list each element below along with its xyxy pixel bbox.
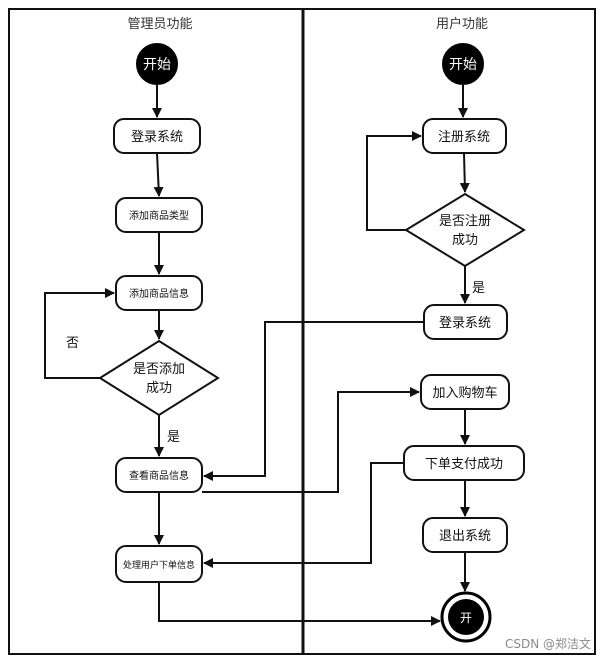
view-product-node: 查看商品信息 (115, 457, 203, 493)
edge-order-to-process (203, 462, 404, 568)
add-success-line1: 是否添加 (133, 362, 185, 377)
edge-process-to-end (158, 582, 441, 626)
register-success-line2: 成功 (452, 233, 478, 248)
lane-title-user: 用户功能 (436, 16, 488, 32)
admin-login-label: 登录系统 (131, 130, 183, 145)
edge-login-to-category (153, 152, 164, 197)
cross-lane-connectors (202, 321, 424, 568)
user-connectors (366, 84, 470, 592)
edge-label-no: 否 (66, 336, 79, 351)
admin-start-label: 开始 (143, 57, 171, 73)
user-start-node: 开始 (442, 43, 484, 85)
register-success-line1: 是否注册 (439, 214, 491, 229)
register-success-decision: 是否注册 成功 (404, 192, 526, 268)
edge-label-yes-admin: 是 (167, 430, 180, 445)
add-category-node: 添加商品类型 (115, 197, 203, 233)
edge-register-to-decision (459, 152, 470, 193)
process-order-node: 处理用户下单信息 (115, 545, 203, 583)
register-label: 注册系统 (438, 130, 490, 145)
process-order-label: 处理用户下单信息 (123, 559, 195, 571)
end-label: 开 (460, 611, 472, 625)
register-node: 注册系统 (422, 118, 507, 154)
edge-user-login-to-view-product (203, 321, 424, 481)
add-product-label: 添加商品信息 (129, 287, 189, 300)
order-paid-label: 下单支付成功 (425, 457, 503, 472)
edge-decision-no-loop (44, 288, 115, 379)
logout-node: 退出系统 (422, 517, 508, 553)
end-node: 开 (440, 591, 492, 643)
lane-title-admin: 管理员功能 (127, 17, 192, 32)
add-cart-node: 加入购物车 (420, 374, 510, 410)
user-start-label: 开始 (449, 57, 477, 73)
admin-connectors (44, 84, 441, 626)
add-product-node: 添加商品信息 (115, 275, 203, 311)
user-login-node: 登录系统 (423, 304, 508, 340)
admin-login-node: 登录系统 (113, 118, 201, 154)
order-paid-node: 下单支付成功 (403, 445, 525, 481)
edge-register-fail-loop (366, 131, 422, 231)
edge-label-yes-user: 是 (472, 281, 485, 296)
edge-view-product-to-cart (202, 387, 420, 493)
add-category-label: 添加商品类型 (129, 209, 189, 222)
user-login-label: 登录系统 (439, 316, 491, 331)
logout-label: 退出系统 (439, 529, 491, 544)
view-product-label: 查看商品信息 (129, 469, 189, 482)
admin-start-node: 开始 (136, 43, 178, 85)
add-cart-label: 加入购物车 (432, 385, 497, 401)
watermark: CSDN @郑洁文 (505, 636, 591, 651)
add-success-line2: 成功 (146, 381, 172, 396)
add-success-decision: 是否添加 成功 (98, 339, 220, 417)
